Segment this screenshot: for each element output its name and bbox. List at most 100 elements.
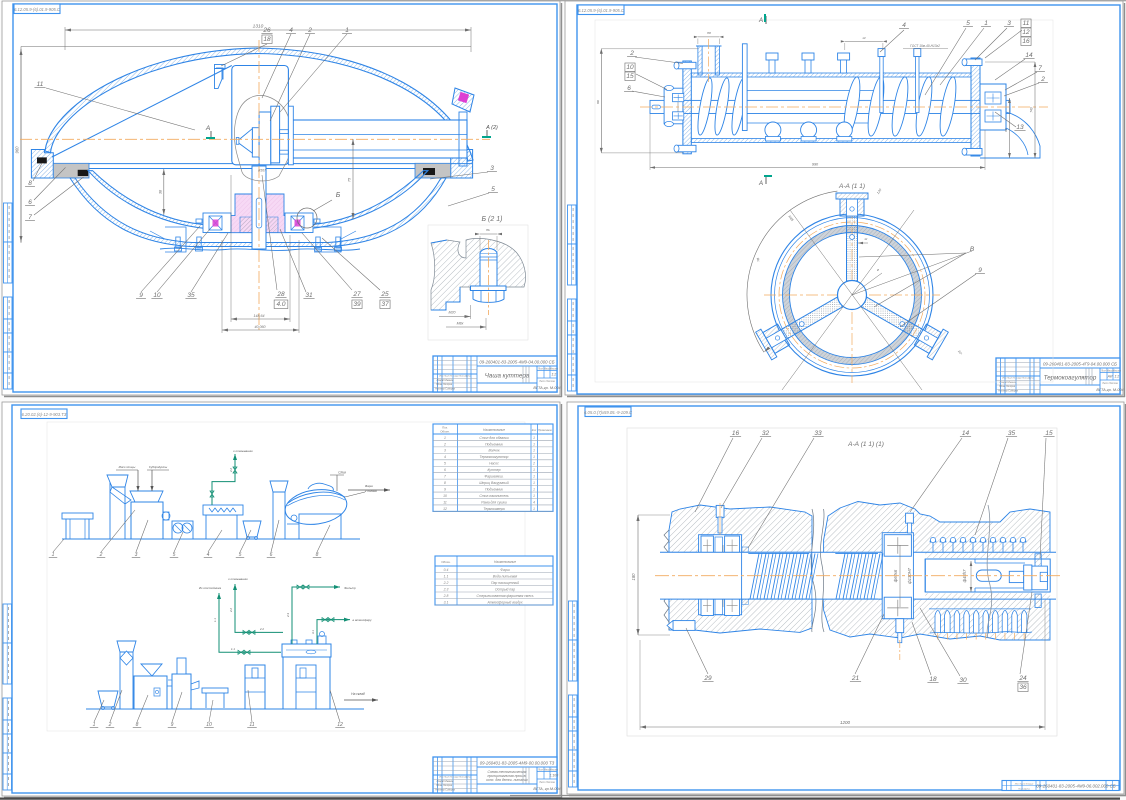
svg-text:16: 16 [1022,38,1030,45]
svg-text:Разраб Иванов: Разраб Иванов [1000,381,1018,384]
svg-text:Чаша куттера: Чаша куттера [485,373,530,380]
svg-text:1: 1 [533,481,535,485]
svg-text:Изм Лист N докум Подп Дата: Изм Лист N докум Подп Дата [439,776,471,779]
svg-text:2.2: 2.2 [443,581,449,585]
svg-text:Вода питьевая: Вода питьевая [493,574,518,578]
svg-text:38: 38 [158,189,162,194]
svg-text:2.2: 2.2 [229,468,233,473]
svg-text:8: 8 [136,722,139,728]
svg-text:16: 16 [732,430,740,437]
svg-text:Наименование: Наименование [494,560,516,564]
svg-text:6: 6 [28,199,32,206]
svg-text:1: 1 [444,436,446,440]
svg-text:Рама для сушки: Рама для сушки [481,500,507,504]
svg-text:Волчок: Волчок [488,449,500,453]
svg-text:8: 8 [28,180,32,187]
svg-text:7: 7 [1038,65,1042,72]
svg-text:Из отстойника: Из отстойника [199,586,222,590]
svg-text:конс. для детск. питания: конс. для детск. питания [486,778,527,782]
svg-text:09-260401-83-2005-4М9-04.00.00: 09-260401-83-2005-4М9-04.00.000 СБ [479,359,554,364]
svg-text:Б (2 1): Б (2 1) [482,216,503,223]
svg-text:8: 8 [444,481,446,485]
svg-text:ø567: ø567 [258,169,266,173]
svg-text:Масшт: Масшт [550,768,559,771]
svg-text:2: 2 [443,442,446,446]
svg-text:Фарш: Фарш [365,484,374,488]
svg-text:09-260401-83-2005-4М9-00.00.00: 09-260401-83-2005-4М9-00.00.000 ТЗ [480,760,555,765]
svg-text:2.3: 2.3 [443,587,449,591]
svg-text:1.1: 1.1 [231,647,235,651]
svg-text:Фаршемеш.: Фаршемеш. [484,475,503,479]
svg-text:6.05.0.(7)х59.05.-9-109.С: 6.05.0.(7)х59.05.-9-109.С [584,410,633,415]
svg-text:740: 740 [1030,107,1034,113]
svg-text:Масса: Масса [543,367,551,370]
svg-text:1310: 1310 [253,24,264,30]
svg-text:Слив: Слив [338,471,346,475]
svg-text:ВГТА,гр. М-004: ВГТА,гр. М-004 [533,386,560,390]
svg-text:пь: пь [486,228,490,232]
svg-text:Rс: Rс [755,257,760,262]
svg-text:Лист Листов: Лист Листов [1101,382,1118,385]
svg-text:Подъемник: Подъемник [485,442,503,446]
svg-text:148,64: 148,64 [254,314,265,318]
svg-text:180: 180 [631,573,636,581]
svg-text:2: 2 [629,50,634,57]
svg-text:27: 27 [352,291,361,298]
svg-text:Насос: Насос [489,462,499,466]
svg-text:Н.контр Сидоров: Н.контр Сидоров [435,789,455,792]
svg-text:09-260401-83-2005-4Г9-04.00.00: 09-260401-83-2005-4Г9-04.00.000 СБ [1043,361,1117,366]
svg-text:10: 10 [153,292,161,299]
svg-text:к отмыванию: к отмыванию [228,577,248,581]
svg-text:в атмосферу: в атмосферу [352,618,372,622]
svg-text:4: 4 [289,27,293,34]
svg-text:36: 36 [1019,684,1027,691]
svg-text:Поз.: Поз. [442,426,448,430]
svg-text:A: A [758,18,763,24]
svg-text:A: A [205,125,210,132]
svg-text:26: 26 [262,27,271,34]
svg-text:Стол для обвалки: Стол для обвалки [479,436,508,440]
svg-text:10°: 10° [957,349,963,356]
svg-text:Изм Лист Nдокум: Изм Лист Nдокум [1015,783,1034,786]
svg-text:5: 5 [173,552,176,558]
svg-text:Изм Лист N докум Подп Дата: Изм Лист N докум Подп Дата [1002,377,1034,380]
svg-text:Разраб Иванов: Разраб Иванов [437,780,455,783]
svg-text:М8х: М8х [457,322,464,326]
svg-text:2: 2 [99,552,103,558]
svg-text:Наименование: Наименование [483,428,505,432]
svg-text:1: 1 [533,436,535,440]
svg-text:Стерилизованная фаршевая смесь: Стерилизованная фаршевая смесь [476,594,533,598]
svg-text:33: 33 [814,430,822,437]
svg-text:Н.контр Сидоров: Н.контр Сидоров [998,390,1018,393]
svg-text:11: 11 [249,722,254,728]
svg-text:5: 5 [444,462,446,466]
svg-text:нв: нв [596,100,600,104]
svg-text:1: 1 [52,552,55,558]
svg-text:2.2: 2.2 [259,627,264,631]
svg-text:35: 35 [1008,430,1016,437]
svg-text:1: 1 [533,475,535,479]
svg-text:нв: нв [1004,128,1008,132]
svg-text:6: 6 [627,85,631,92]
svg-text:ГОСТ 10м-40-Н13х2: ГОСТ 10м-40-Н13х2 [910,44,940,48]
svg-text:1200: 1200 [840,720,851,725]
svg-text:АИ: АИ [1107,375,1113,379]
svg-text:10: 10 [206,722,212,728]
svg-text:1:100: 1:100 [549,774,558,778]
svg-text:Изм Лист N докум Подп Дата: Изм Лист N докум Подп Дата [439,375,471,378]
svg-text:Термокамера: Термокамера [483,507,504,511]
svg-text:3: 3 [1007,20,1011,27]
svg-text:9: 9 [978,267,982,274]
svg-text:7: 7 [444,475,446,479]
svg-text:1.1: 1.1 [444,574,449,578]
svg-text:2: 2 [108,722,112,728]
svg-text:принципиальная произв.: принципиальная произв. [488,774,527,778]
svg-text:6: 6 [444,468,446,472]
svg-text:Лист Листов: Лист Листов [538,781,555,784]
svg-text:5: 5 [239,552,242,558]
svg-text:3: 3 [444,449,446,453]
svg-text:к отмыванию: к отмыванию [233,449,253,453]
svg-text:11: 11 [1023,20,1030,27]
svg-text:12: 12 [1022,29,1030,36]
svg-text:Пров. Петров: Пров. Петров [436,383,453,386]
